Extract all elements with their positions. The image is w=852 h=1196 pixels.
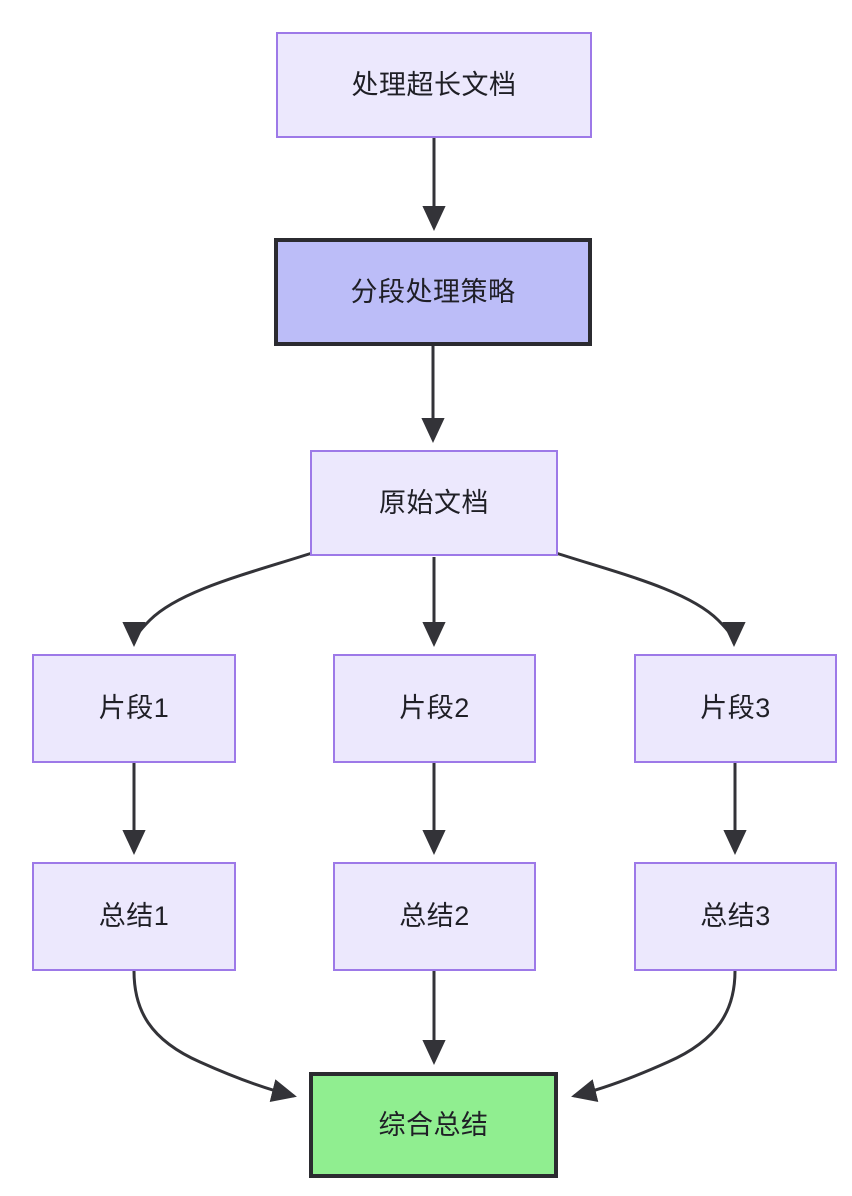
node-label: 片段2 bbox=[399, 693, 470, 724]
node-chunk-3[interactable]: 片段3 bbox=[634, 654, 837, 763]
node-label: 总结1 bbox=[98, 901, 170, 932]
node-chunk-1[interactable]: 片段1 bbox=[32, 654, 236, 763]
node-label: 总结2 bbox=[399, 901, 470, 932]
node-label: 处理超长文档 bbox=[351, 69, 517, 100]
edge-summary1-to-final bbox=[132, 970, 297, 1102]
node-source-document[interactable]: 原始文档 bbox=[310, 450, 558, 556]
node-chunk-2[interactable]: 片段2 bbox=[333, 654, 536, 763]
node-label: 片段3 bbox=[700, 693, 771, 724]
node-label: 总结3 bbox=[700, 901, 771, 932]
node-chunking-strategy[interactable]: 分段处理策略 bbox=[274, 238, 592, 346]
node-summary-2[interactable]: 总结2 bbox=[333, 862, 536, 971]
node-final-summary[interactable]: 综合总结 bbox=[309, 1072, 558, 1178]
edge-summary3-to-final bbox=[571, 970, 737, 1102]
node-label: 原始文档 bbox=[379, 487, 489, 518]
node-summary-1[interactable]: 总结1 bbox=[32, 862, 236, 971]
node-label: 片段1 bbox=[98, 693, 170, 724]
node-process-long-document[interactable]: 处理超长文档 bbox=[276, 32, 592, 138]
edge-source-to-chunk1 bbox=[122, 551, 313, 647]
node-label: 综合总结 bbox=[378, 1109, 489, 1140]
node-summary-3[interactable]: 总结3 bbox=[634, 862, 837, 971]
edge-source-to-chunk3 bbox=[555, 551, 746, 647]
node-label: 分段处理策略 bbox=[350, 276, 516, 307]
